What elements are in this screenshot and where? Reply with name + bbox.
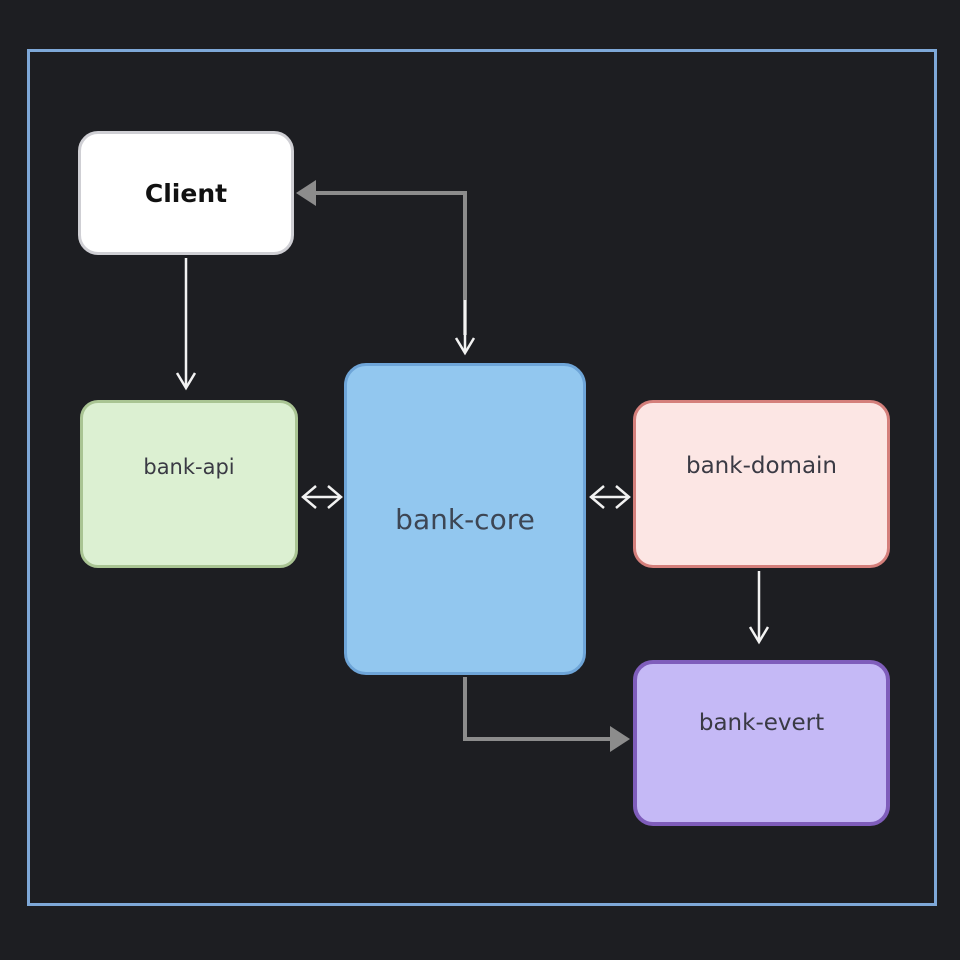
bank-event-label: bank-evert: [698, 710, 825, 736]
arrow-core-domain-bidirectional: [589, 485, 631, 509]
bank-api-node: bank-api: [80, 400, 298, 568]
bank-event-node: bank-evert: [633, 660, 890, 826]
client-node: Client: [78, 131, 294, 255]
bank-domain-label: bank-domain: [685, 453, 838, 479]
bank-api-label: bank-api: [143, 455, 235, 479]
arrow-api-core-bidirectional: [301, 485, 343, 509]
diagram-frame: [27, 49, 937, 906]
arrow-core-to-client: [296, 180, 476, 356]
bank-domain-node: bank-domain: [633, 400, 890, 568]
arrow-core-to-event: [463, 677, 630, 752]
client-label: Client: [144, 178, 228, 208]
bank-core-label: bank-core: [395, 502, 535, 536]
arrow-client-to-api: [175, 258, 197, 391]
arrow-domain-to-event: [748, 571, 770, 645]
bank-core-node: bank-core: [344, 363, 586, 675]
